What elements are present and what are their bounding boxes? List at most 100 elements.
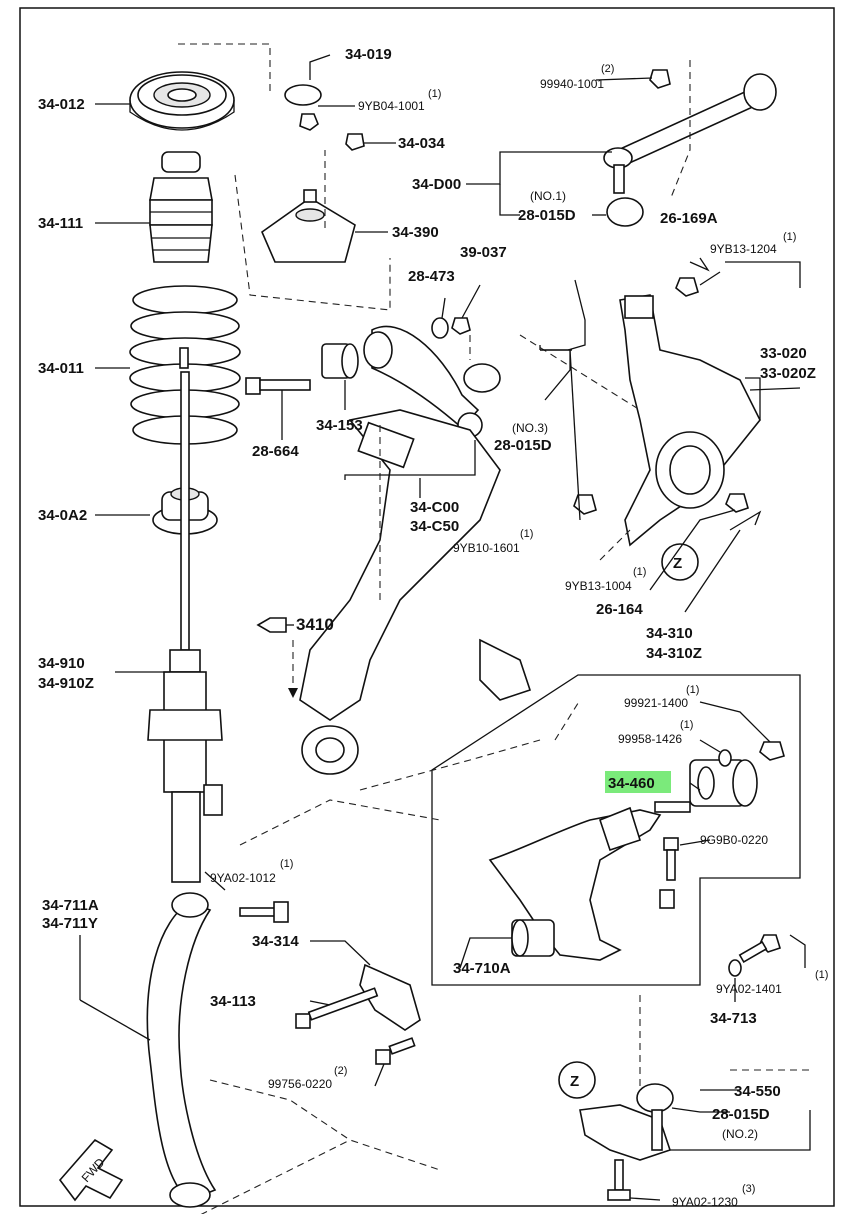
bushing-34-710a xyxy=(511,919,555,957)
label-34-011: 34-011 xyxy=(38,360,84,377)
label-28-015d-no3: 28-015D xyxy=(494,437,552,454)
lower-arm-group-box xyxy=(431,674,801,986)
qty-9ya02-1230: (3) xyxy=(742,1183,755,1195)
label-34-310: 34-310 xyxy=(646,625,693,642)
qty-9yb13-1004: (1) xyxy=(633,566,646,578)
label-34-711a: 34-711A xyxy=(42,897,99,914)
label-28-015d-no1: 28-015D xyxy=(518,207,576,224)
nut-9yb13-1204 xyxy=(675,277,699,297)
label-34-710a: 34-710A xyxy=(453,960,511,977)
nut-9yb04-1001 xyxy=(299,113,319,131)
leader-lines xyxy=(79,54,811,1201)
label-33-020: 33-020 xyxy=(760,345,807,362)
plate-34-314 xyxy=(359,963,421,1031)
z-marker-upper-text: Z xyxy=(673,555,682,572)
label-34-c00: 34-C00 xyxy=(410,499,459,516)
stabilizer-arm xyxy=(146,892,217,1208)
bracket-26-164 xyxy=(729,510,762,531)
label-34-d00: 34-D00 xyxy=(412,176,461,193)
label-9yb04-1001: 9YB04-1001 xyxy=(358,99,425,113)
label-34-034: 34-034 xyxy=(398,135,445,152)
label-99921-1400: 99921-1400 xyxy=(624,696,688,710)
ball-joint-boot-no3 xyxy=(463,363,501,393)
label-9ya02-1230: 9YA02-1230 xyxy=(672,1195,738,1209)
steering-knuckle xyxy=(619,294,761,547)
qty-99958-1426: (1) xyxy=(680,719,693,731)
tie-rod xyxy=(603,73,777,194)
label-9yb10-1601: 9YB10-1601 xyxy=(453,541,520,555)
label-34-550: 34-550 xyxy=(734,1083,781,1100)
label-28-015d-no2: 28-015D xyxy=(712,1106,770,1123)
highlight-34-460 xyxy=(605,771,671,793)
label-9g9b0-0220: 9G9B0-0220 xyxy=(700,833,768,847)
label-9yb13-1004: 9YB13-1004 xyxy=(565,579,632,593)
nut-39-037 xyxy=(451,317,471,335)
pointing-hand-icon xyxy=(256,617,294,633)
label-34-910z: 34-910Z xyxy=(38,675,94,692)
label-34-910: 34-910 xyxy=(38,655,85,672)
label-28-664: 28-664 xyxy=(252,443,299,460)
nut-9yb13-1004 xyxy=(725,493,749,513)
z-marker-lower xyxy=(558,1061,596,1099)
label-26-164: 26-164 xyxy=(596,601,643,618)
label-99756-0220: 99756-0220 xyxy=(268,1077,332,1091)
label-34-310z: 34-310Z xyxy=(646,645,702,662)
label-no1: (NO.1) xyxy=(530,189,566,203)
lower-control-arm xyxy=(488,801,691,961)
label-33-020z: 33-020Z xyxy=(760,365,816,382)
label-34-711y: 34-711Y xyxy=(42,915,98,932)
bolt-34-113 xyxy=(295,987,379,1029)
nut-99921-1400 xyxy=(759,741,785,761)
label-99940-1001: 99940-1001 xyxy=(540,77,604,91)
label-9ya02-1012: 9YA02-1012 xyxy=(210,871,276,885)
label-34-314: 34-314 xyxy=(252,933,299,950)
label-99958-1426: 99958-1426 xyxy=(618,732,682,746)
dust-cap xyxy=(284,84,322,106)
nut-34-034 xyxy=(345,133,365,151)
label-34-019: 34-019 xyxy=(345,46,392,63)
qty-9ya02-1012: (1) xyxy=(280,858,293,870)
washer-99958-1426 xyxy=(718,749,732,767)
label-34-153: 34-153 xyxy=(316,417,363,434)
qty-9yb10-1601: (1) xyxy=(520,528,533,540)
fwd-arrow-icon xyxy=(58,1138,124,1202)
nut-9yb10-1601 xyxy=(573,494,597,515)
bolt-9ya02-1012 xyxy=(239,901,289,923)
label-9ya02-1401: 9YA02-1401 xyxy=(716,982,782,996)
label-26-169a: 26-169A xyxy=(660,210,718,227)
ball-joint-34-550 xyxy=(579,1083,674,1161)
clip-26-169a xyxy=(689,257,710,272)
washer-28-473 xyxy=(431,317,449,339)
shock-absorber xyxy=(147,347,223,883)
reference-arrowhead xyxy=(288,688,298,698)
label-34-111: 34-111 xyxy=(38,215,83,232)
strut-mount-bearing xyxy=(129,71,235,131)
diagram-frame xyxy=(19,7,835,1207)
label-3410: 3410 xyxy=(296,615,334,634)
bump-stop-boot xyxy=(149,151,213,263)
qty-99940-1001: (2) xyxy=(601,63,614,75)
nut-99940-1001 xyxy=(649,69,671,89)
bushing-34-460 xyxy=(689,759,758,807)
bolt-9ya02-1230 xyxy=(607,1159,631,1201)
label-9yb13-1204: 9YB13-1204 xyxy=(710,242,777,256)
bolt-9g9b0-0220 xyxy=(659,837,679,909)
label-39-037: 39-037 xyxy=(460,244,507,261)
label-34-012: 34-012 xyxy=(38,96,85,113)
bolt-99756-0220 xyxy=(375,1037,416,1065)
label-28-473: 28-473 xyxy=(408,268,455,285)
crossmember xyxy=(299,409,532,775)
label-no2: (NO.2) xyxy=(722,1127,758,1141)
z-marker-upper xyxy=(661,543,699,581)
coil-spring xyxy=(129,285,241,445)
qty-9ya02-1401: (1) xyxy=(815,969,828,981)
bolt-28-664 xyxy=(245,377,311,395)
z-marker-lower-text: Z xyxy=(570,1073,579,1090)
top-mount xyxy=(261,189,356,263)
label-34-460: 34-460 xyxy=(608,775,655,792)
qty-99921-1400: (1) xyxy=(686,684,699,696)
label-no3: (NO.3) xyxy=(512,421,548,435)
part-labels: 34-019 34-012 (1) 9YB04-1001 34-034 34-D… xyxy=(38,46,828,1209)
bushing-34-153 xyxy=(321,343,359,379)
